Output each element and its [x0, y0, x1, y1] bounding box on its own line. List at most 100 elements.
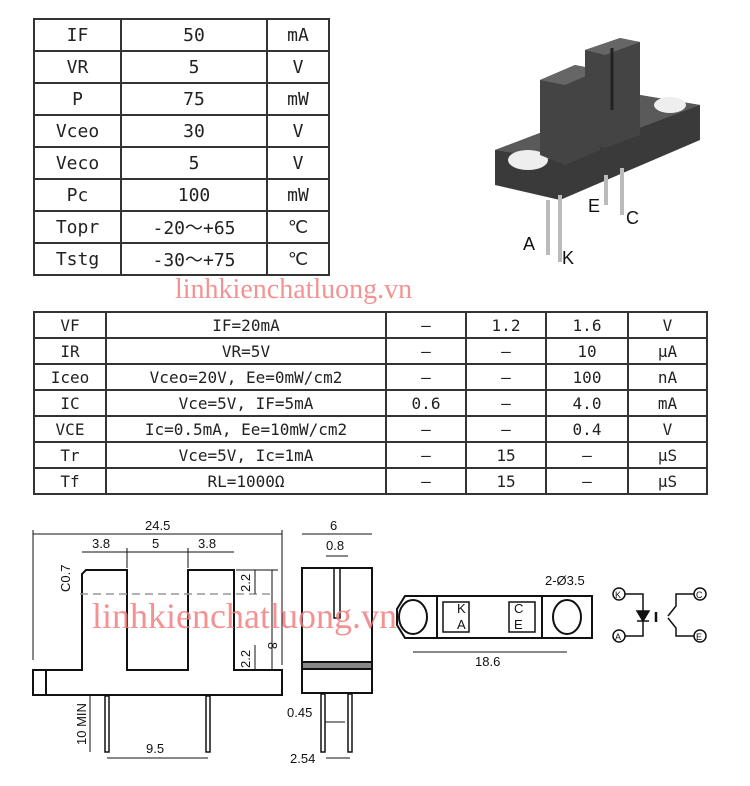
- cell: Vceo=20V, Ee=0mW/cm2: [105, 363, 387, 391]
- circuit-a: A: [615, 632, 621, 642]
- cell: –: [385, 415, 467, 443]
- cell: 1.2: [465, 311, 547, 339]
- side-view-drawing: [301, 533, 373, 759]
- cell: –: [545, 467, 629, 495]
- sensor-photo: [495, 38, 700, 262]
- dim-total-width: 24.5: [145, 518, 170, 533]
- cell: Iceo: [33, 363, 107, 391]
- cell: –: [385, 363, 467, 391]
- cell: μS: [627, 441, 708, 469]
- cell: VR=5V: [105, 337, 387, 365]
- unit: mA: [266, 18, 330, 52]
- unit: V: [266, 146, 330, 180]
- unit: mW: [266, 178, 330, 212]
- dim-hole-pitch: 18.6: [475, 654, 500, 669]
- circuit-c: C: [696, 590, 703, 600]
- unit: V: [266, 50, 330, 84]
- param: Pc: [33, 178, 122, 212]
- cell: 4.0: [545, 389, 629, 417]
- dim-pin-length: 10 MIN: [74, 703, 89, 745]
- cell: μA: [627, 337, 708, 365]
- cell: 15: [465, 467, 547, 495]
- cell: –: [385, 467, 467, 495]
- cell: 0.4: [545, 415, 629, 443]
- unit: V: [266, 114, 330, 148]
- param: P: [33, 82, 122, 116]
- unit: ℃: [266, 242, 330, 276]
- cell: VF: [33, 311, 107, 339]
- cell: –: [385, 337, 467, 365]
- cell: Vce=5V, Ic=1mA: [105, 441, 387, 469]
- circuit-k: K: [615, 590, 621, 600]
- unit: mW: [266, 82, 330, 116]
- param: Veco: [33, 146, 122, 180]
- cell: –: [465, 415, 547, 443]
- value: 75: [120, 82, 268, 116]
- value: 50: [120, 18, 268, 52]
- value: -20～+65: [120, 210, 268, 244]
- pin-label-a: A: [523, 234, 535, 254]
- pin-label-c: C: [626, 208, 639, 228]
- cell: IR: [33, 337, 107, 365]
- circuit-symbol: [612, 587, 707, 643]
- dim-gap: 5: [152, 536, 159, 551]
- cell: Tr: [33, 441, 107, 469]
- value: 30: [120, 114, 268, 148]
- value: 5: [120, 146, 268, 180]
- front-view-drawing: [32, 530, 283, 759]
- cell: V: [627, 415, 708, 443]
- cell: IF=20mA: [105, 311, 387, 339]
- cell: IC: [33, 389, 107, 417]
- cell: mA: [627, 389, 708, 417]
- pin-a-label: A: [457, 617, 466, 632]
- cell: VCE: [33, 415, 107, 443]
- cell: RL=1000Ω: [105, 467, 387, 495]
- dim-pin-pitch-side: 2.54: [290, 751, 315, 766]
- dim-pin-pitch: 9.5: [146, 741, 164, 756]
- pin-k-label: K: [457, 601, 466, 616]
- watermark: linhkienchatluong.vn: [175, 274, 413, 305]
- pin-label-e: E: [588, 196, 600, 216]
- cell: –: [465, 337, 547, 365]
- param: VR: [33, 50, 122, 84]
- dim-height: 8: [265, 642, 280, 649]
- dim-bottom-height: 2.2: [238, 650, 253, 668]
- unit: ℃: [266, 210, 330, 244]
- dim-slit: 0.8: [326, 538, 344, 553]
- bottom-view-drawing: [396, 595, 593, 653]
- cell: 10: [545, 337, 629, 365]
- value: 5: [120, 50, 268, 84]
- cell: –: [465, 389, 547, 417]
- cell: μS: [627, 467, 708, 495]
- dim-holes: 2-Ø3.5: [545, 573, 585, 588]
- cell: 1.6: [545, 311, 629, 339]
- cell: –: [545, 441, 629, 469]
- cell: Tf: [33, 467, 107, 495]
- value: -30～+75: [120, 242, 268, 276]
- param: Topr: [33, 210, 122, 244]
- table-row: Topr-20～+65℃: [33, 210, 330, 244]
- cell: Vce=5V, IF=5mA: [105, 389, 387, 417]
- watermark: linhkienchatluong.vn: [92, 596, 397, 636]
- cell: –: [385, 441, 467, 469]
- cell: –: [465, 363, 547, 391]
- param: IF: [33, 18, 122, 52]
- pin-label-k: K: [562, 248, 574, 268]
- cell: Ic=0.5mA, Ee=10mW/cm2: [105, 415, 387, 443]
- dim-prong-width: 3.8: [92, 536, 110, 551]
- param: Tstg: [33, 242, 122, 276]
- pin-c-label: C: [514, 601, 523, 616]
